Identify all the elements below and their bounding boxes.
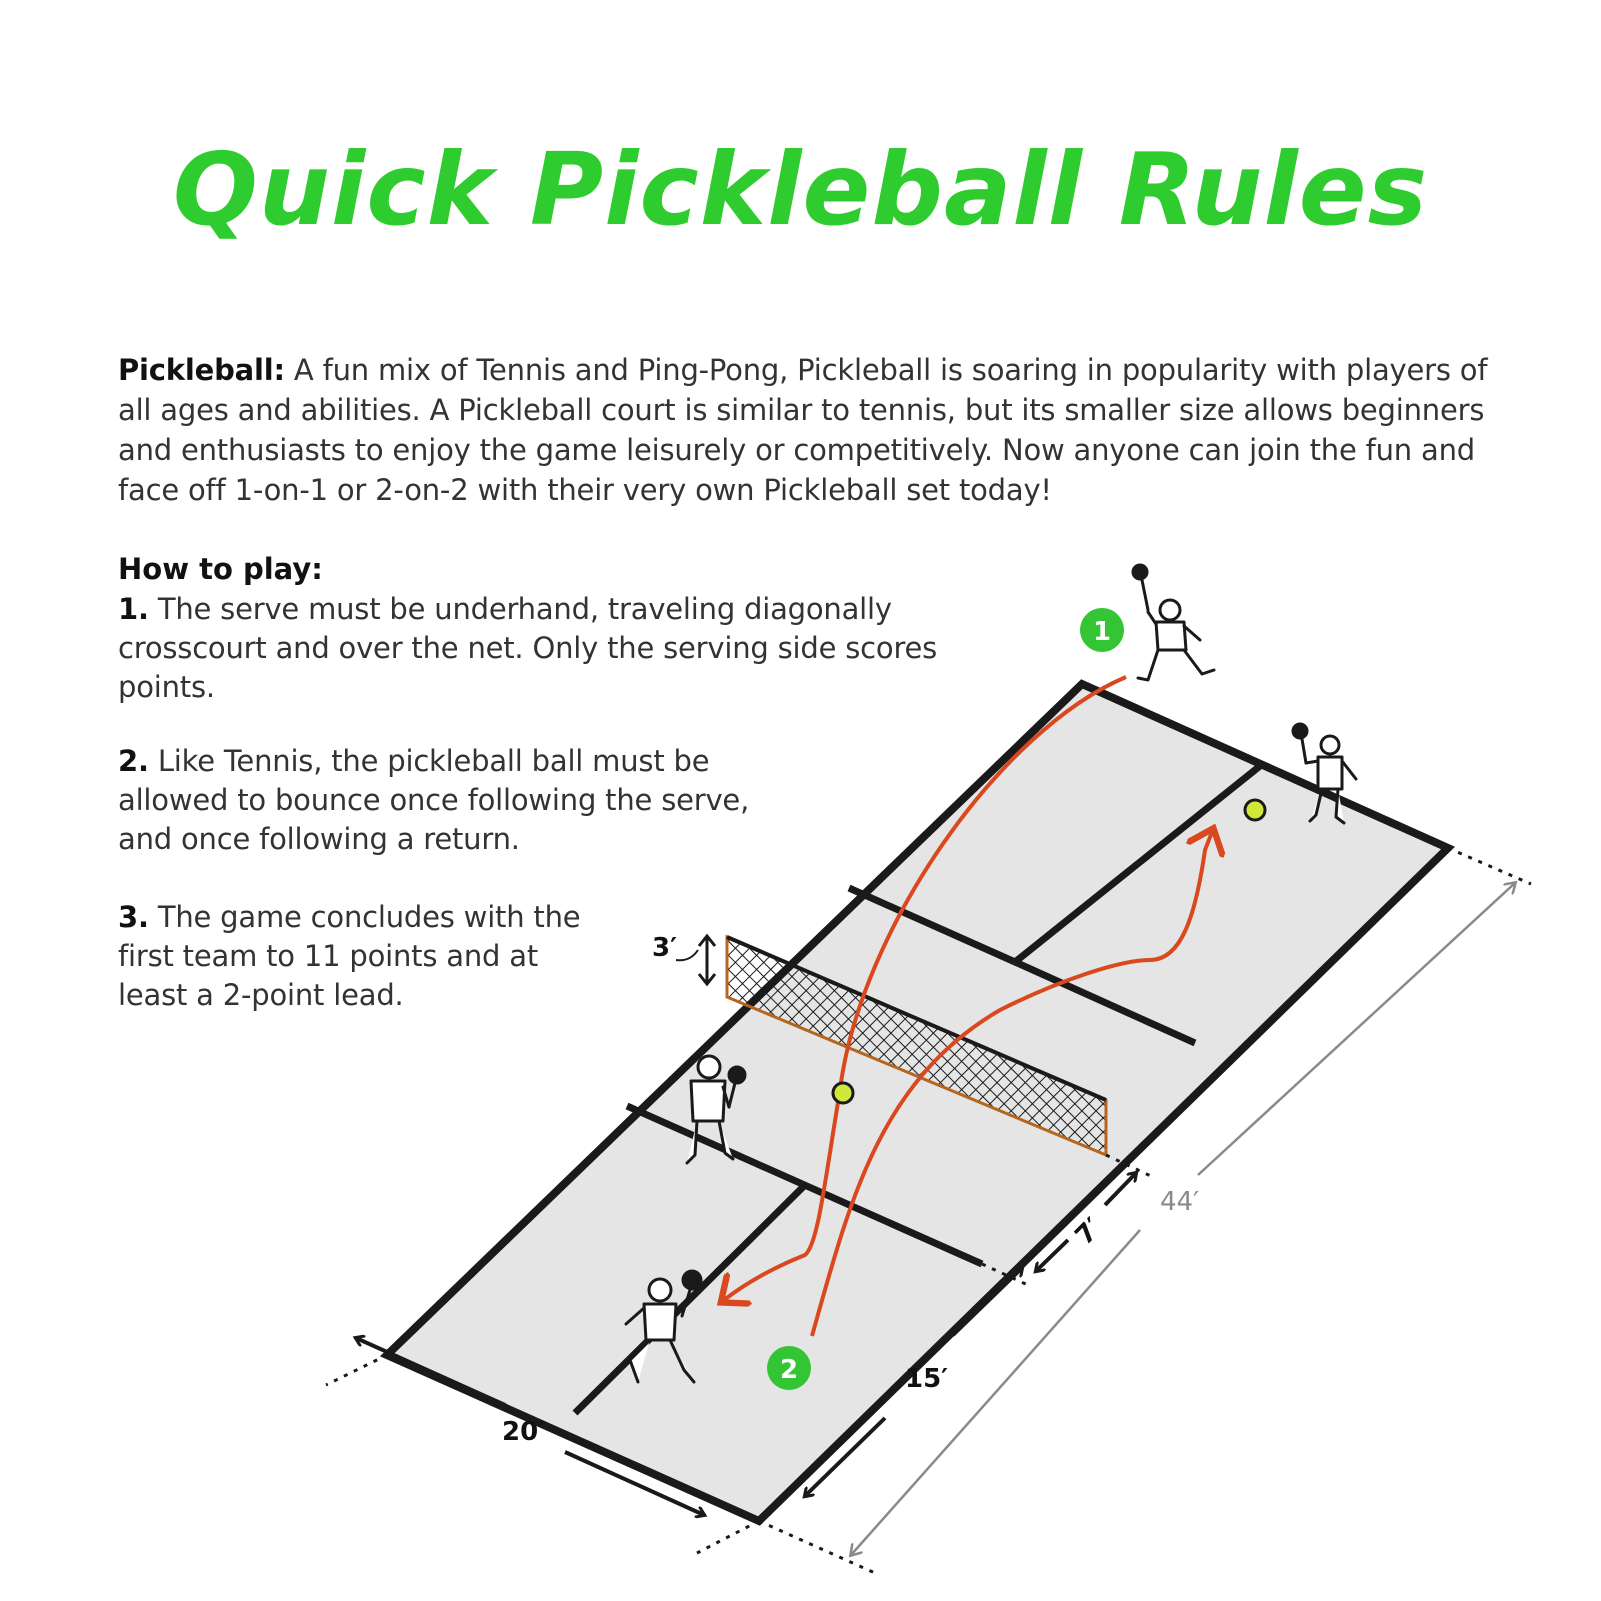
page-title: Quick Pickleball Rules xyxy=(172,131,1429,248)
ball-icon xyxy=(831,798,1267,1105)
far-center-line xyxy=(1012,763,1263,965)
rule-number: 1. xyxy=(118,592,149,626)
player-icon xyxy=(1291,722,1358,825)
dimension-guides xyxy=(325,846,1532,1575)
player-icon xyxy=(1131,563,1216,682)
rule-item: 2. Like Tennis, the pickleball ball must… xyxy=(118,742,758,859)
width-label: 20′ xyxy=(502,1417,545,1447)
service-label: 15′ xyxy=(905,1364,948,1394)
player-icon xyxy=(685,1054,747,1165)
paddle-icon xyxy=(727,1065,747,1085)
rule-text: The game concludes with the first team t… xyxy=(118,900,581,1012)
step-badge-2: 2 xyxy=(767,1346,811,1390)
step-badge-1: 1 xyxy=(1080,608,1124,652)
near-center-line xyxy=(572,1182,808,1416)
net-height-dimension: 3′ xyxy=(652,933,717,987)
rule-number: 2. xyxy=(118,744,149,778)
return-path xyxy=(810,832,1212,1337)
paddle-icon xyxy=(1131,563,1149,581)
net-height-label: 3′ xyxy=(652,933,677,963)
court-surface xyxy=(379,679,1456,1526)
intro-paragraph: Pickleball: A fun mix of Tennis and Ping… xyxy=(118,350,1528,510)
length-label: 44′ xyxy=(1160,1187,1199,1217)
service-dimension: 15′ xyxy=(805,1268,1022,1496)
kitchen-label: 7′ xyxy=(1070,1212,1109,1251)
rule-text: Like Tennis, the pickleball ball must be… xyxy=(118,744,750,856)
far-kitchen-line xyxy=(847,884,1017,966)
rule-item: 3. The game concludes with the first tea… xyxy=(118,898,598,1015)
rule-number: 3. xyxy=(118,900,149,934)
width-dimension: 20′ xyxy=(356,1338,704,1515)
rule-item: 1. The serve must be underhand, travelin… xyxy=(118,590,948,707)
paddle-icon xyxy=(1291,722,1309,740)
how-to-play-heading: How to play: xyxy=(118,552,323,586)
intro-text: A fun mix of Tennis and Ping-Pong, Pickl… xyxy=(118,353,1488,507)
svg-text:2: 2 xyxy=(780,1355,798,1385)
length-dimension: 44′ xyxy=(851,883,1515,1555)
intro-label: Pickleball: xyxy=(118,353,285,387)
rule-text: The serve must be underhand, traveling d… xyxy=(118,592,938,704)
paddle-icon xyxy=(681,1269,703,1291)
svg-text:1: 1 xyxy=(1093,617,1111,647)
player-icon xyxy=(624,1269,703,1384)
